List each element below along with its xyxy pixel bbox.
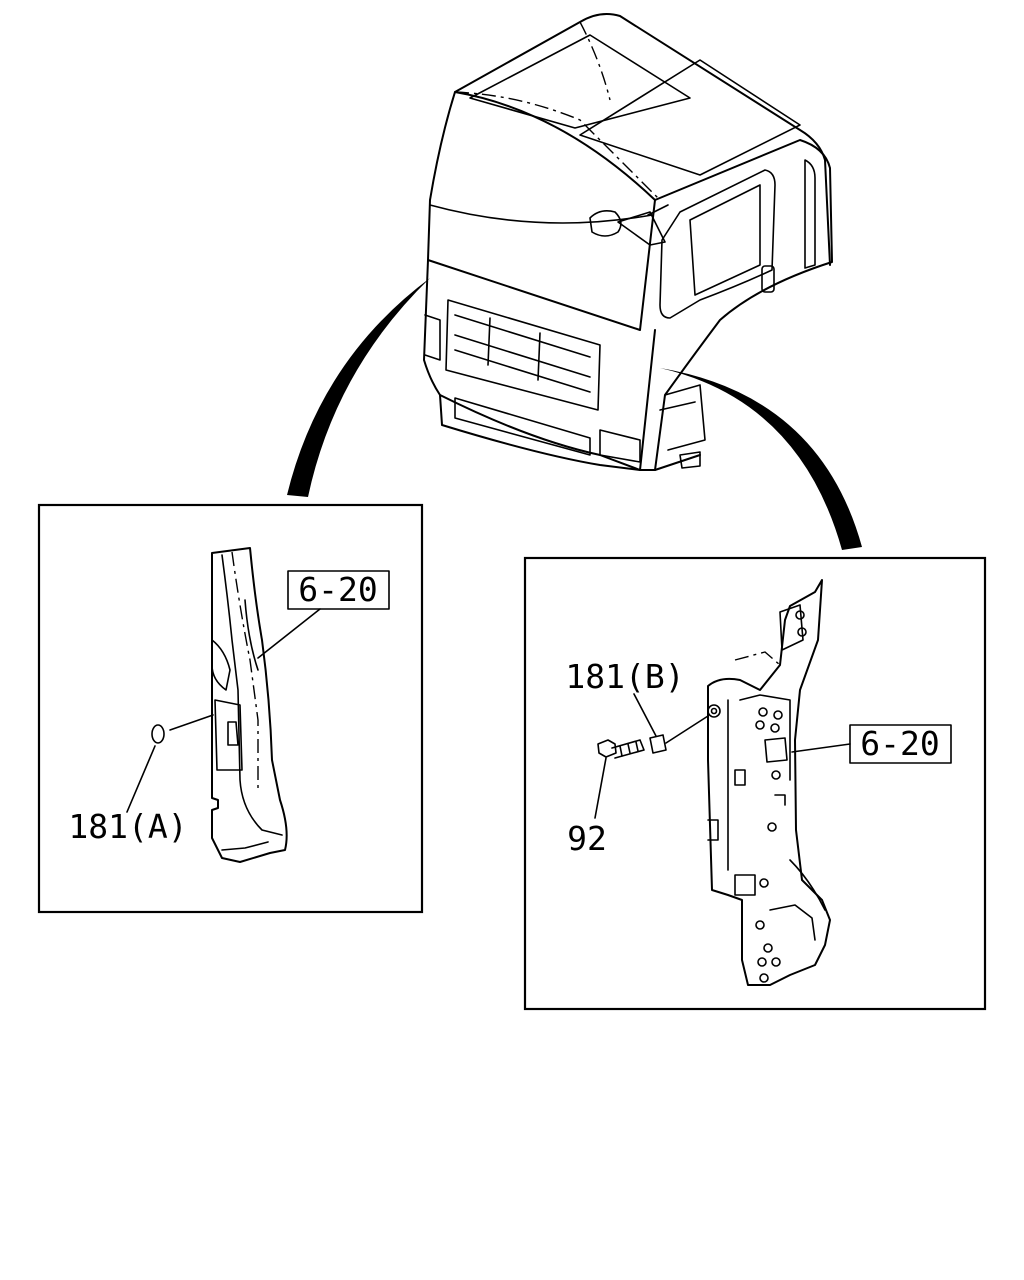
label-92: 92 [567,819,607,858]
bolt-92-shape [597,739,645,759]
label-181a: 181(A) [68,807,187,846]
truck-cab-illustration [423,13,833,471]
label-181b-leader [633,693,657,737]
clip-181a-shape [151,724,165,744]
label-181a-leader [126,745,156,813]
right-ref-label: 6-20 [860,724,939,763]
left-detail-frame [37,503,424,914]
right-pillar-panel [707,579,831,986]
right-detail-frame [523,556,987,1011]
left-leader-curve [287,278,430,497]
left-ref-label: 6-20 [298,570,377,609]
left-ref-leader [257,608,321,659]
right-ref-leader [791,743,851,753]
label-181b: 181(B) [565,657,684,696]
washer-181b-leader [665,715,709,744]
label-92-leader [594,757,607,819]
washer-181b-shape [649,734,667,754]
clip-181a-leader [169,714,214,731]
left-pillar-panel [211,547,288,863]
left-ref-box [287,570,390,610]
right-leader-curve [660,368,862,550]
